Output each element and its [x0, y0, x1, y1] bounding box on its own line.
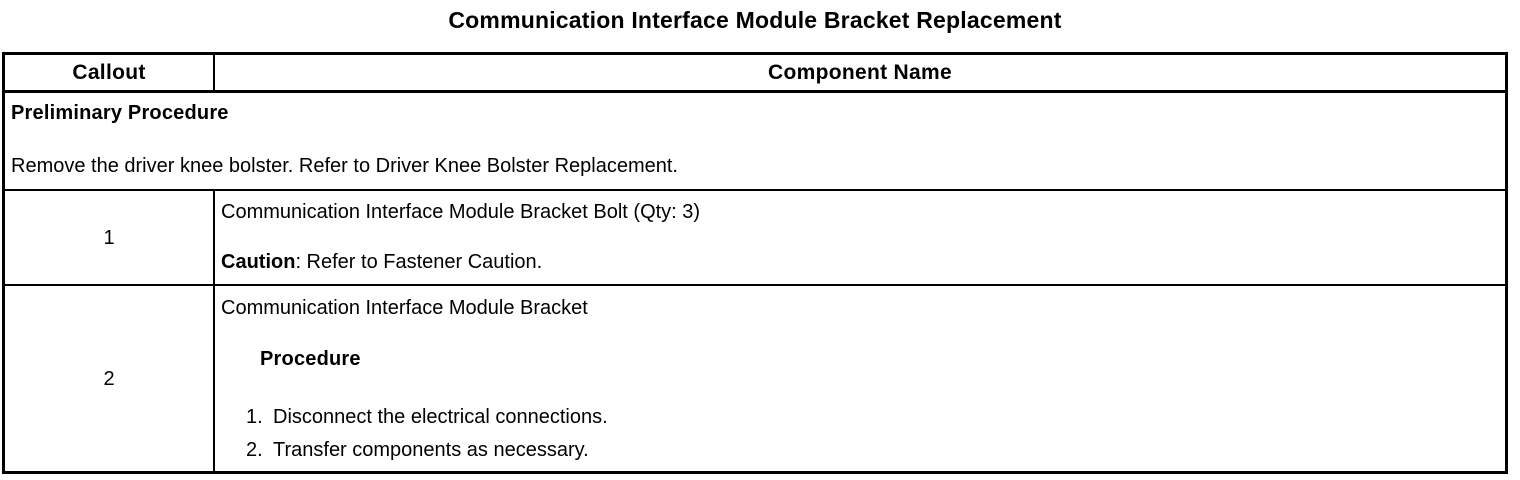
preliminary-procedure-text: Remove the driver knee bolster. Refer to…	[11, 155, 678, 177]
caution-text: : Refer to Fastener Caution.	[295, 251, 543, 273]
callout-number: 2	[5, 286, 215, 471]
callout-column-header: Callout	[5, 55, 215, 90]
step-text: Transfer components as necessary.	[273, 439, 589, 461]
component-name-column-header: Component Name	[768, 60, 952, 84]
preliminary-procedure-row: Preliminary Procedure Remove the driver …	[5, 93, 1505, 191]
table-header-row: Callout Component Name	[5, 55, 1505, 93]
caution-label: Caution	[221, 251, 296, 273]
procedure-step: 2. Transfer components as necessary.	[246, 439, 1497, 461]
procedure-steps-list: 1. Disconnect the electrical connections.…	[246, 406, 1497, 461]
caution-note: Caution: Refer to Fastener Caution.	[221, 251, 1497, 273]
callout-number: 1	[5, 191, 215, 284]
component-name: Communication Interface Module Bracket	[221, 297, 588, 319]
service-document-page: Communication Interface Module Bracket R…	[0, 6, 1520, 480]
step-number: 2.	[246, 439, 263, 461]
component-cell: Communication Interface Module Bracket B…	[215, 191, 1505, 284]
table-row-callout-1: 1 Communication Interface Module Bracket…	[5, 191, 1505, 286]
callout-component-table: Callout Component Name Preliminary Proce…	[2, 52, 1508, 474]
procedure-step: 1. Disconnect the electrical connections.	[246, 406, 1497, 428]
table-row-callout-2: 2 Communication Interface Module Bracket…	[5, 286, 1505, 471]
component-name: Communication Interface Module Bracket B…	[221, 201, 701, 223]
procedure-heading: Procedure	[260, 348, 361, 370]
component-cell: Communication Interface Module Bracket P…	[215, 286, 1505, 471]
step-number: 1.	[246, 406, 263, 428]
page-title: Communication Interface Module Bracket R…	[448, 7, 1062, 33]
step-text: Disconnect the electrical connections.	[273, 406, 608, 428]
preliminary-procedure-heading: Preliminary Procedure	[11, 102, 229, 124]
